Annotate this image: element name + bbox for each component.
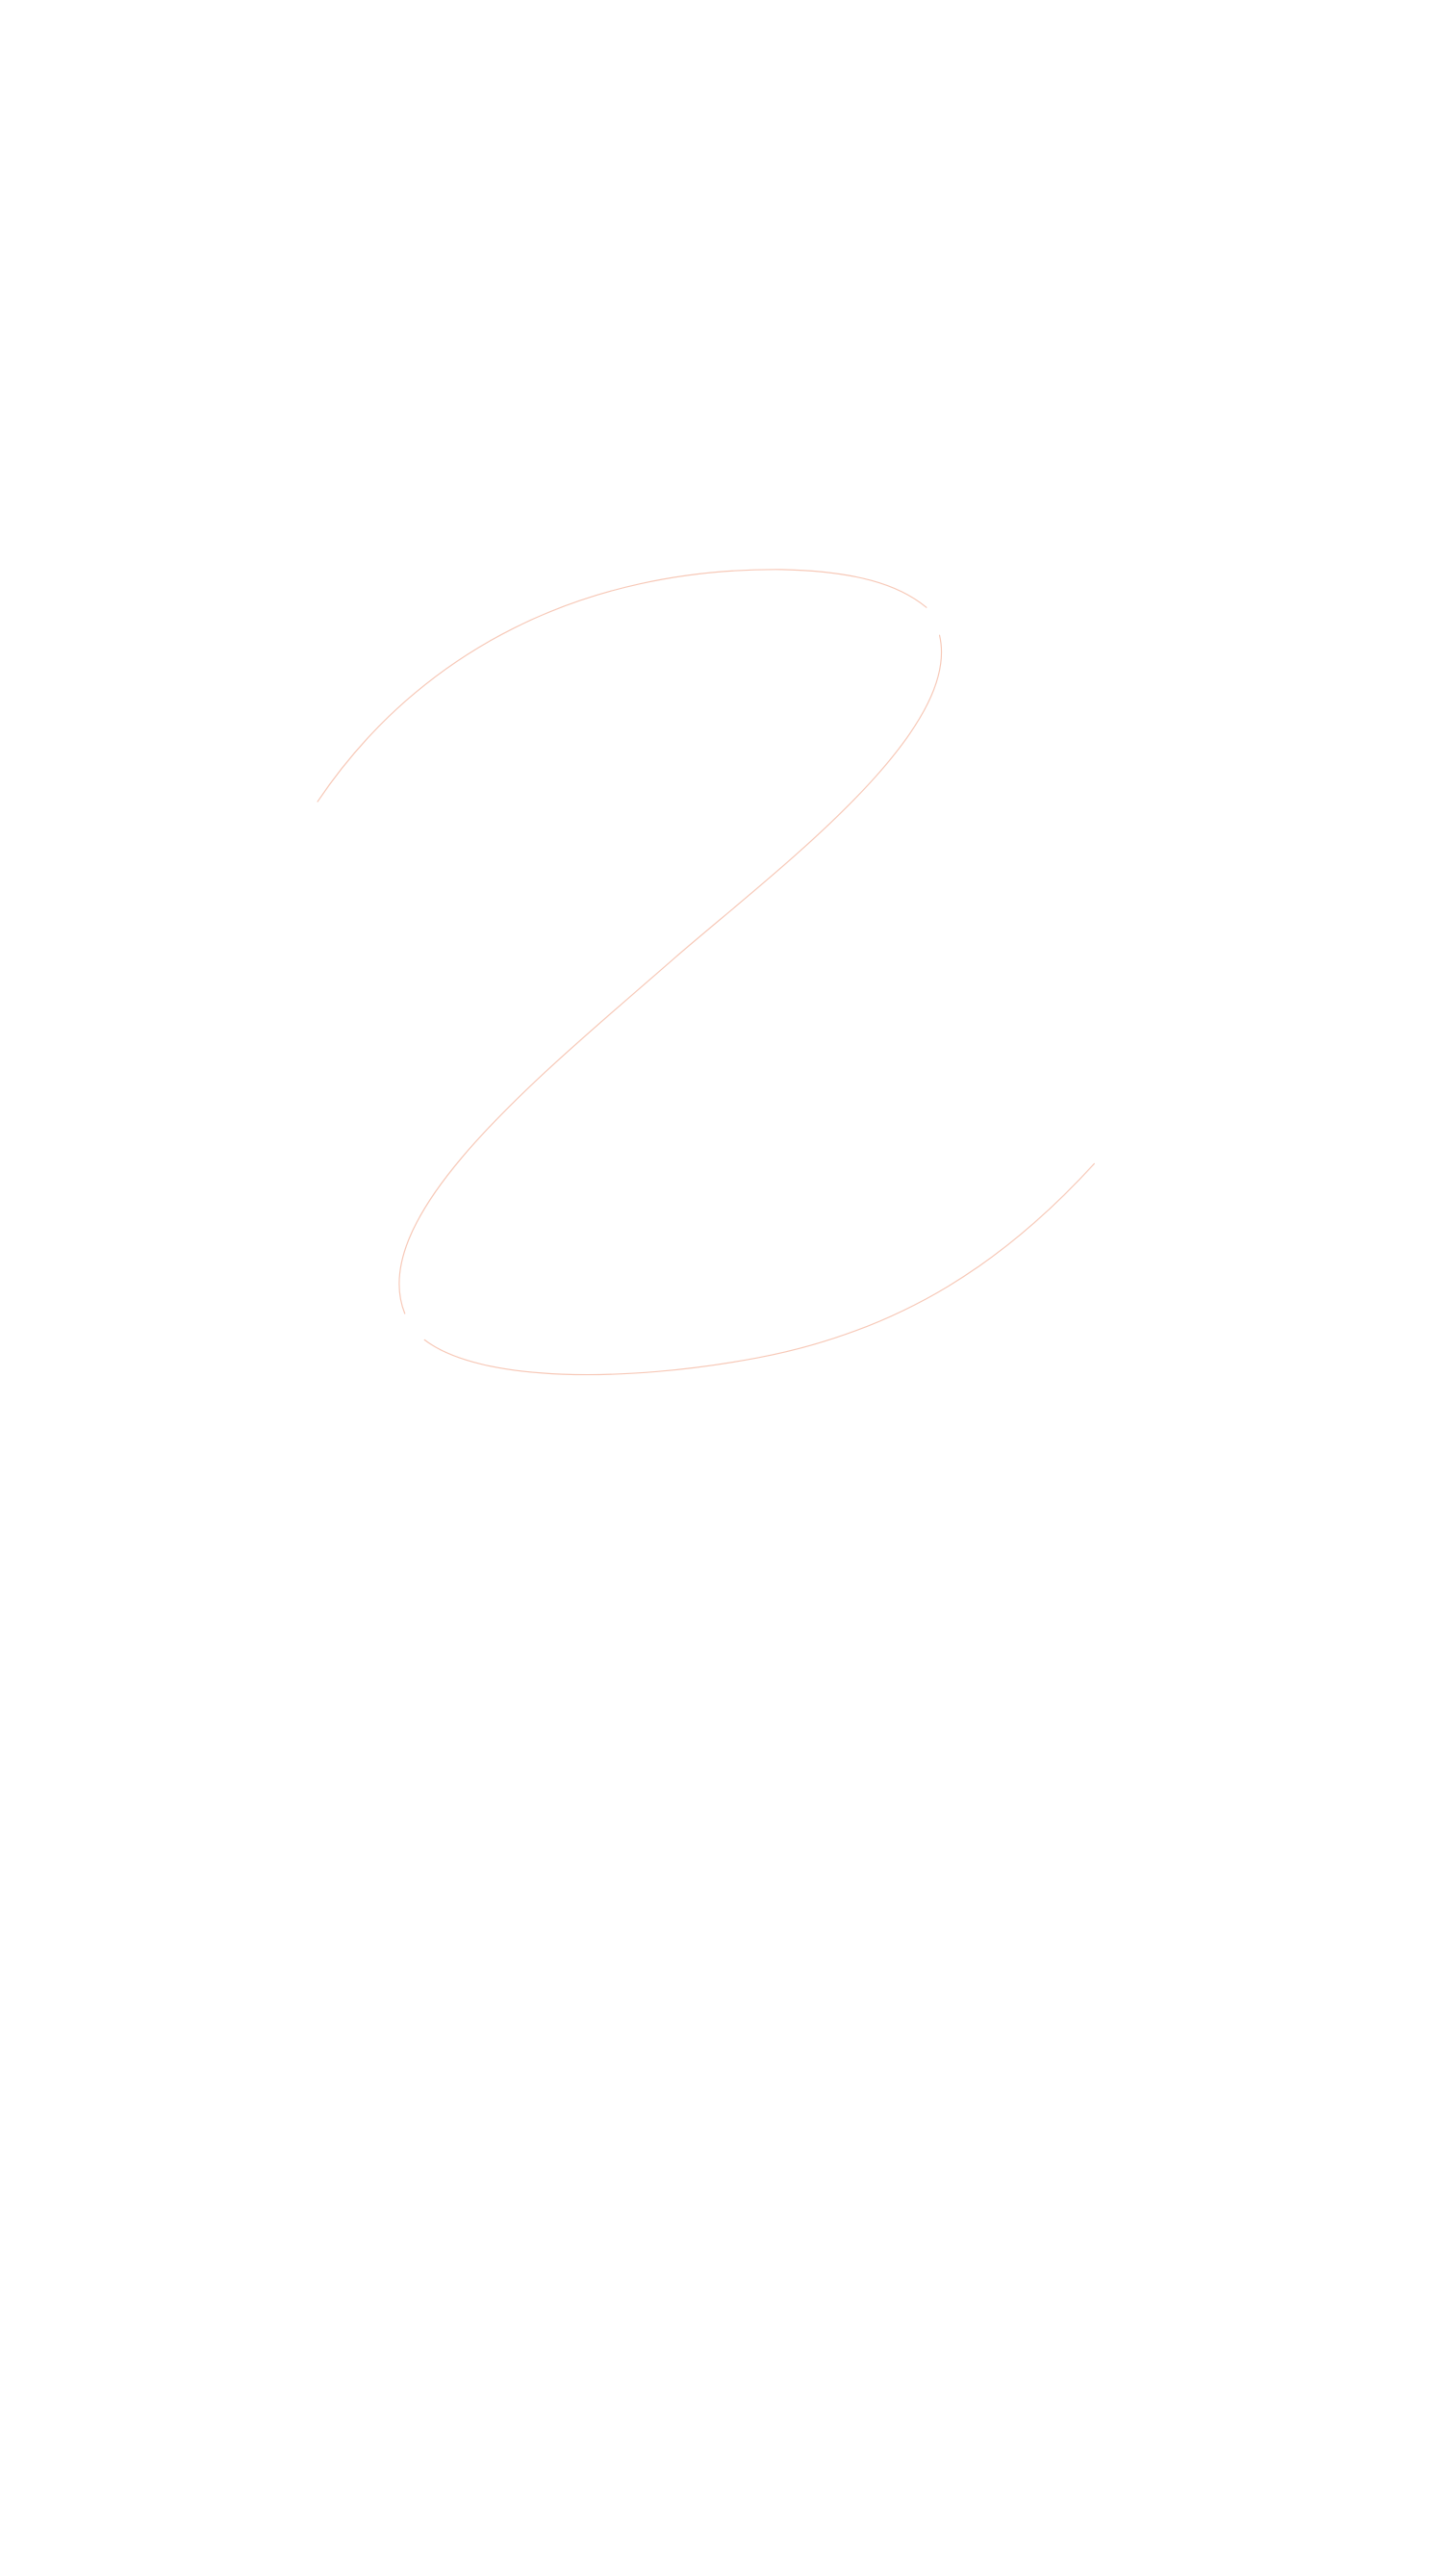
curve-stroke-diagonal: [398, 634, 943, 1314]
curve-stroke-bottom: [423, 1162, 1095, 1376]
curve-stroke-top: [317, 569, 927, 803]
